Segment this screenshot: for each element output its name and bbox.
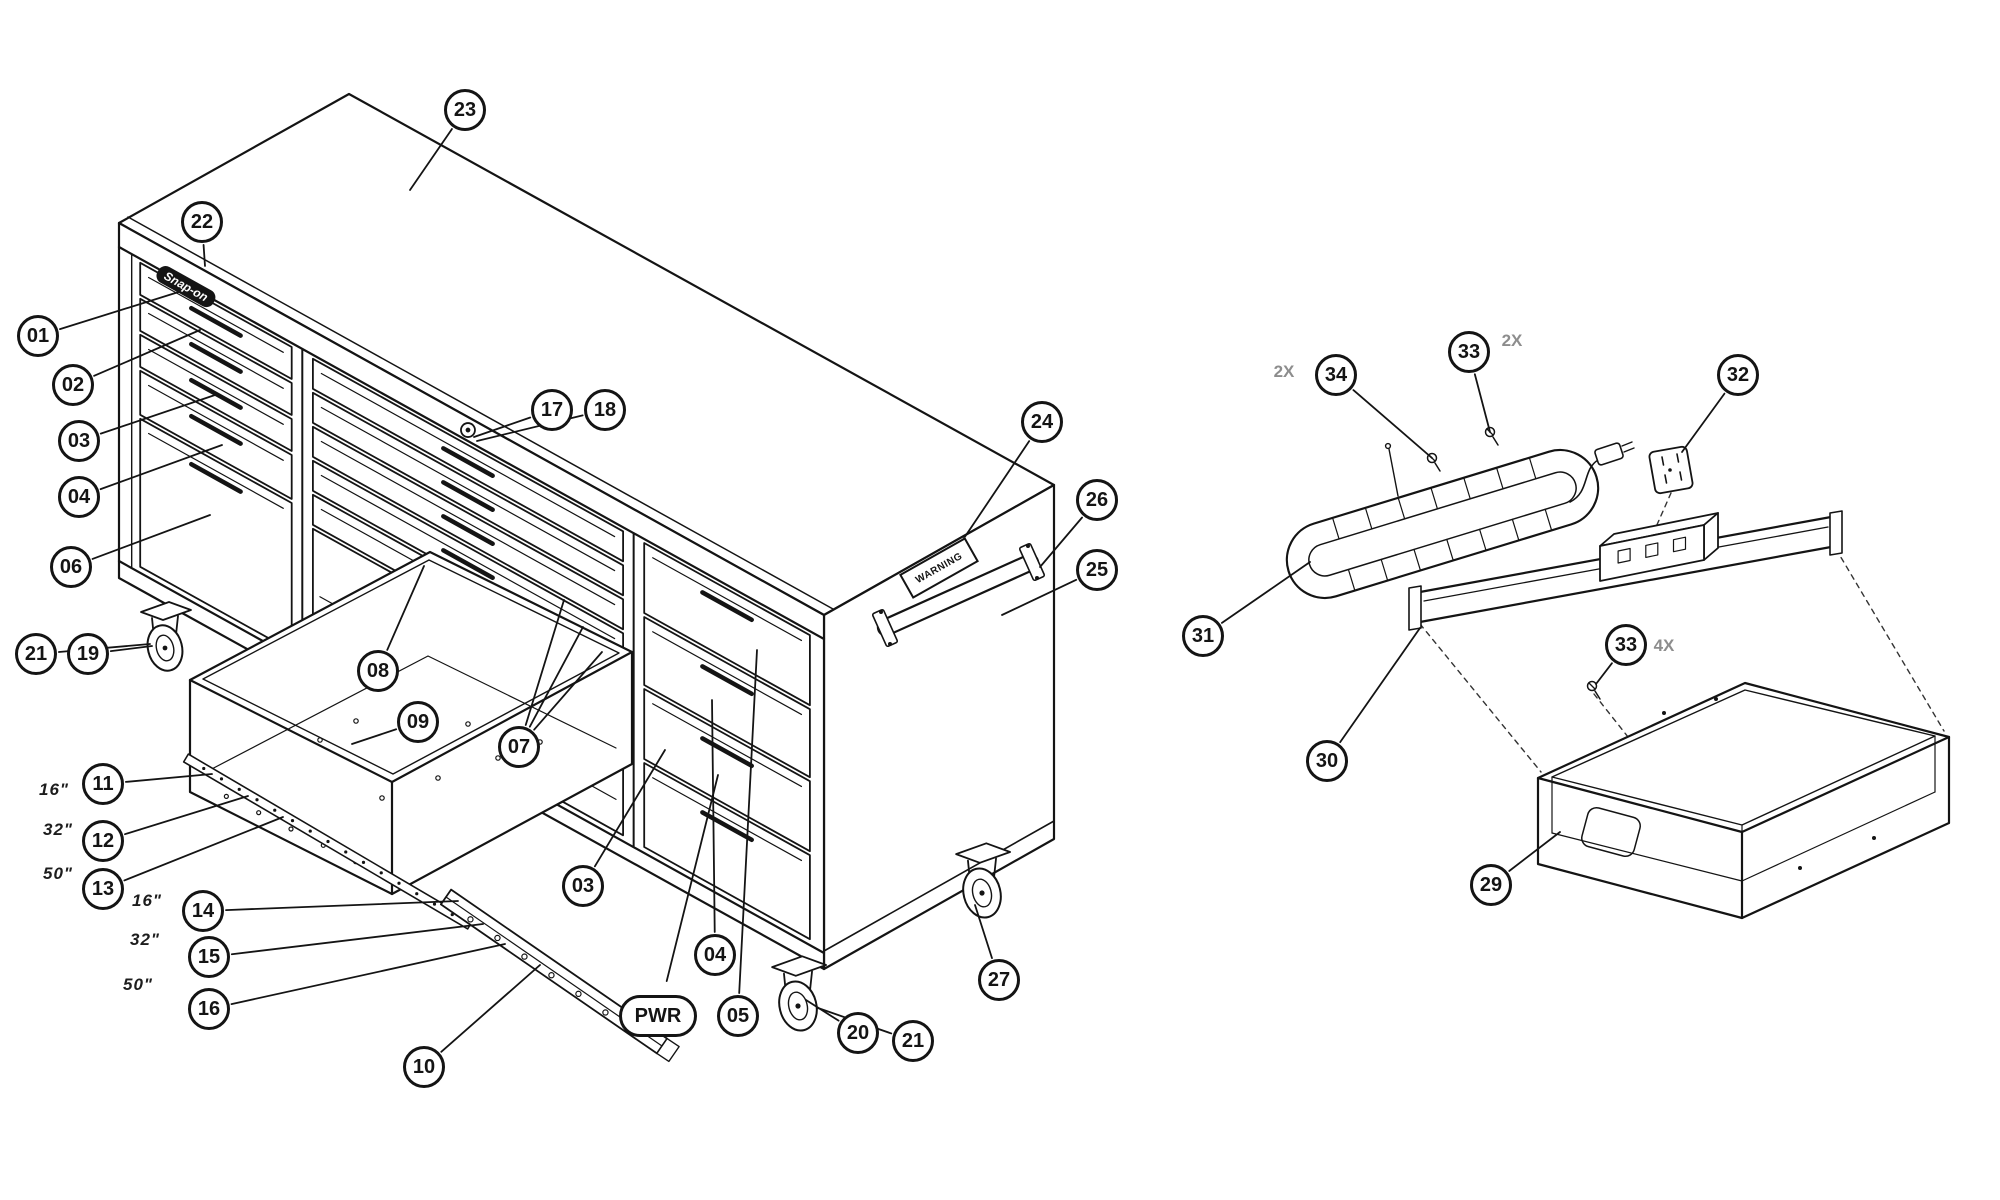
- cabinet-drawing: [117, 92, 1056, 1032]
- drawer-assembly-drawing: [1285, 426, 1951, 920]
- drawer-slides-drawing: [182, 753, 680, 1063]
- leader-lines: [58, 128, 1726, 1053]
